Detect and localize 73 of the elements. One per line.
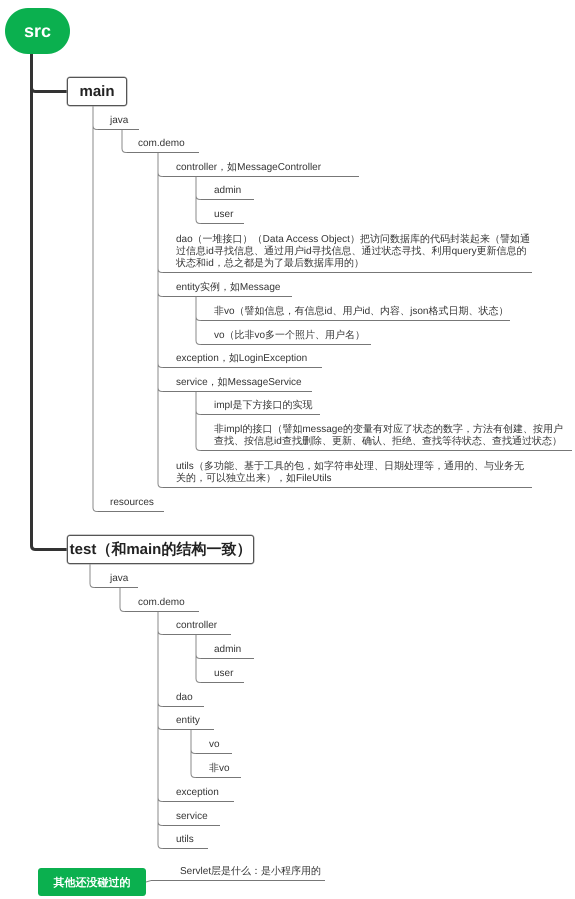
topic-underlined bbox=[201, 668, 244, 683]
topic-text: java bbox=[110, 573, 130, 585]
connector bbox=[158, 152, 164, 488]
topic-underlined bbox=[201, 185, 254, 200]
topic-text: utils bbox=[176, 834, 195, 846]
topic-underlined bbox=[125, 597, 199, 612]
topic-underlined bbox=[163, 834, 208, 849]
topic-text: service，如MessageService bbox=[176, 377, 303, 389]
connector bbox=[120, 588, 126, 612]
connector bbox=[196, 176, 202, 224]
topic-underlined bbox=[127, 138, 199, 153]
topic-text: com.demo bbox=[138, 597, 186, 609]
topic-underlined bbox=[201, 330, 371, 345]
topic-underlined bbox=[163, 787, 234, 802]
connector bbox=[122, 130, 128, 153]
topic-underlined bbox=[98, 115, 139, 130]
topic-underlined bbox=[163, 461, 532, 488]
topic-underlined bbox=[201, 400, 320, 415]
topic-text: admin bbox=[214, 185, 242, 197]
topic-text: Servlet层是什么：是小程序用的 bbox=[180, 866, 322, 878]
connector bbox=[146, 880, 152, 882]
topic-text: service bbox=[176, 811, 209, 823]
topic-text: entity实例，如Message bbox=[176, 282, 282, 294]
topic-text: resources bbox=[110, 497, 155, 509]
topic-text: com.demo bbox=[138, 138, 186, 150]
topic-text: utils（多功能、基于工具的包，如字符串处理、日期处理等，通用的、与业务无关的，可以独立出来），如FileUtils bbox=[176, 461, 525, 485]
topic-underlined bbox=[98, 497, 164, 512]
root-topic bbox=[5, 8, 70, 54]
topic-text: dao（一堆接口）（Data Access Object）把访问数据库的代码封装起来（譬如通过信息id寻找信息、通过用户id寻找信息、通过状态寻找、利用query更新信息的状态和id，总之都是为了最后数据库用的） bbox=[176, 234, 531, 270]
topic-text: main bbox=[79, 83, 114, 100]
connector bbox=[190, 730, 196, 778]
topic-underlined bbox=[163, 353, 322, 368]
topic-text: 非vo（譬如信息，有信息id、用户id、内容、json格式日期、状态） bbox=[214, 306, 510, 318]
topic-text: user bbox=[214, 209, 234, 221]
topic-text: exception bbox=[176, 787, 220, 799]
topic-underlined bbox=[196, 763, 241, 778]
topic-text: vo bbox=[209, 739, 221, 751]
connector bbox=[90, 564, 96, 588]
topic-text: java bbox=[110, 115, 130, 127]
topic-underlined bbox=[201, 306, 510, 321]
topic-text: dao bbox=[176, 692, 194, 704]
topic-text: controller bbox=[176, 620, 218, 632]
topic-text: 非vo bbox=[209, 763, 231, 775]
topic-underlined bbox=[201, 209, 244, 224]
topic-underlined bbox=[151, 866, 325, 881]
topic-underlined bbox=[201, 424, 572, 451]
topic-underlined bbox=[163, 162, 359, 177]
topic-underlined bbox=[163, 811, 220, 826]
topic-text: 非impl的接口（譬如message的变量有对应了状态的数字，方法有创建、按用户查找、按信息id查找删除、更新、确认、拒绝、查找等待状态、查找通过状态） bbox=[214, 424, 564, 448]
topic-text: exception，如LoginException bbox=[176, 353, 308, 365]
topic-underlined bbox=[196, 739, 232, 754]
topic-underlined bbox=[163, 620, 231, 635]
connector bbox=[196, 392, 202, 451]
topic-text: vo（比非vo多一个照片、用户名） bbox=[214, 330, 366, 342]
connector bbox=[196, 296, 202, 345]
topic-text: src bbox=[24, 20, 52, 42]
topic-text: entity bbox=[176, 715, 201, 727]
topic-text: test（和main的结构一致） bbox=[70, 540, 252, 559]
topic-text: admin bbox=[214, 644, 242, 656]
topic-text: controller，如MessageController bbox=[176, 162, 322, 174]
main-topic-box bbox=[67, 77, 127, 106]
floating-topic-box bbox=[38, 868, 146, 896]
topic-underlined bbox=[163, 692, 204, 707]
topic-underlined bbox=[201, 644, 254, 659]
topic-text: impl是下方接口的实现 bbox=[214, 400, 314, 412]
main-topic-box bbox=[67, 535, 254, 564]
connector bbox=[196, 634, 202, 683]
topic-underlined bbox=[163, 282, 292, 297]
topic-underlined bbox=[95, 573, 138, 588]
topic-text: user bbox=[214, 668, 234, 680]
topic-underlined bbox=[163, 377, 312, 392]
topic-underlined bbox=[163, 715, 214, 730]
topic-text: 其他还没碰过的 bbox=[54, 876, 130, 890]
